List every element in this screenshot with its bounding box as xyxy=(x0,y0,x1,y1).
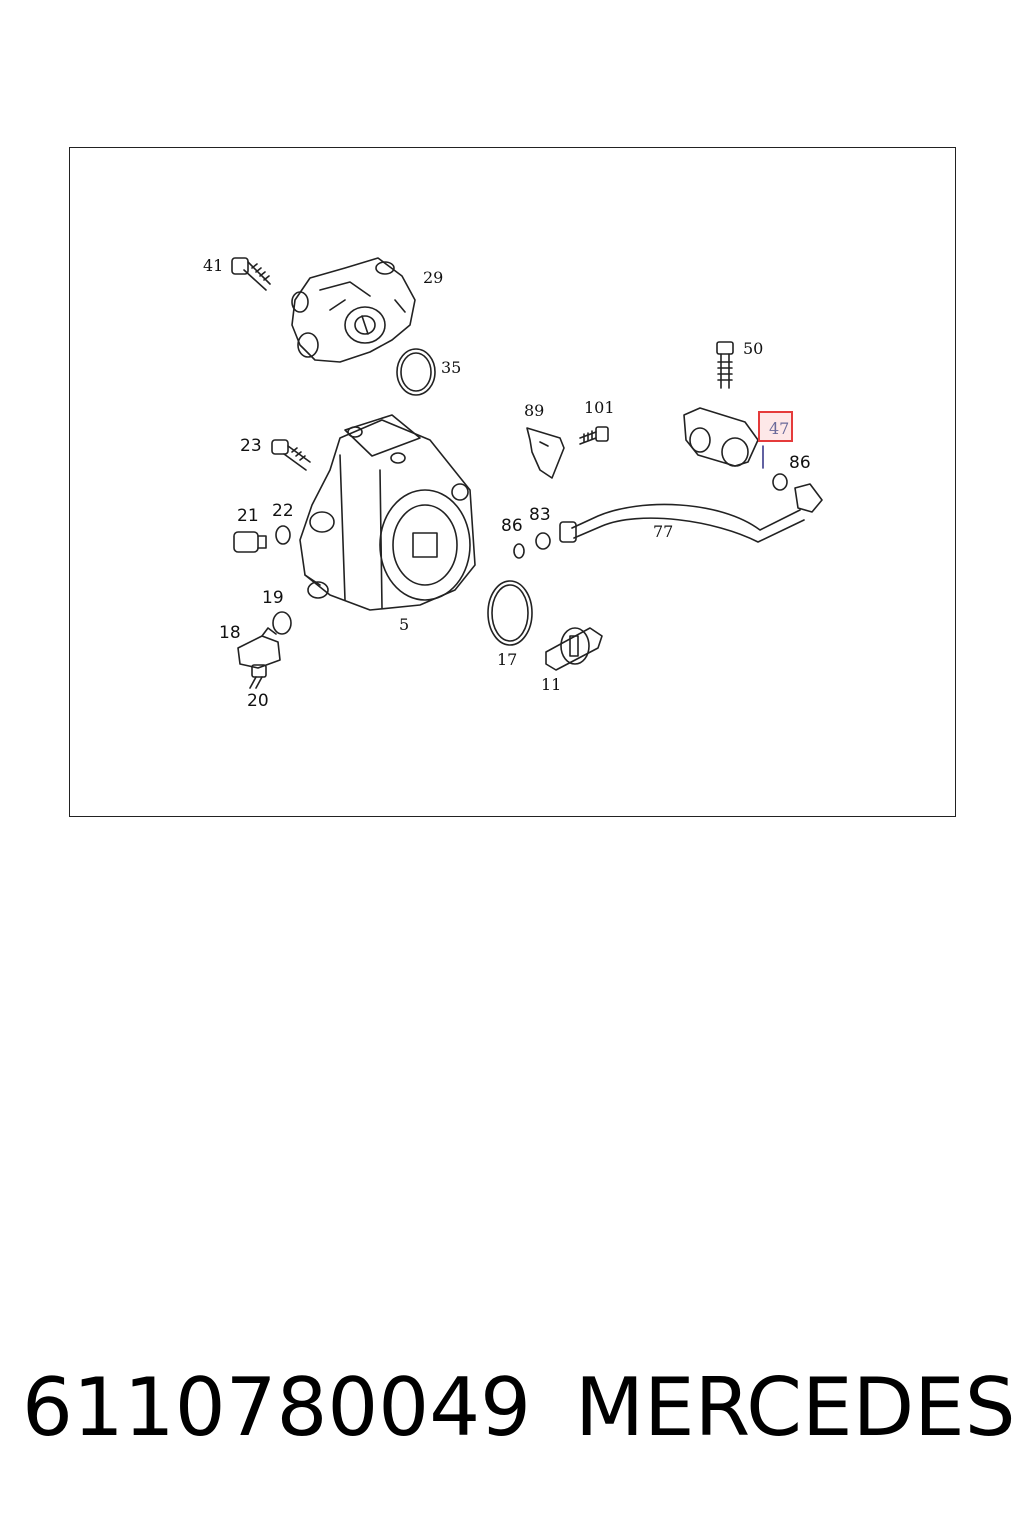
part-5-pump-body xyxy=(299,414,476,611)
part-18-valve xyxy=(237,627,281,669)
part-83-washer xyxy=(535,532,551,550)
part-22-washer xyxy=(275,525,291,545)
part-20-screw xyxy=(249,664,267,689)
label-18: 18 xyxy=(219,623,241,643)
diagram-frame xyxy=(69,147,956,817)
part-number: 6110780049 xyxy=(22,1361,531,1454)
label-35: 35 xyxy=(441,358,462,377)
part-86-washer-right xyxy=(772,473,788,491)
part-86-washer-left xyxy=(513,543,525,559)
part-23-bolt xyxy=(271,439,311,471)
label-77: 77 xyxy=(653,522,674,541)
label-5: 5 xyxy=(399,615,410,634)
part-29-pump-head xyxy=(291,257,416,363)
label-86-right: 86 xyxy=(789,453,811,473)
label-21: 21 xyxy=(237,506,259,526)
part-41-bolt xyxy=(231,257,271,291)
label-19: 19 xyxy=(262,588,284,608)
label-22: 22 xyxy=(272,501,294,521)
part-21-sensor xyxy=(233,531,267,553)
exploded-parts-diagram xyxy=(231,257,823,689)
part-47-valve xyxy=(683,407,764,469)
part-17-o-ring xyxy=(487,580,533,646)
label-47-highlighted: 47 xyxy=(758,411,794,442)
label-101: 101 xyxy=(584,398,615,417)
part-101-screw xyxy=(579,426,609,445)
brand-name: MERCEDES xyxy=(575,1361,1016,1454)
part-35-o-ring xyxy=(396,348,436,396)
label-23: 23 xyxy=(240,436,262,456)
label-17: 17 xyxy=(497,650,518,669)
part-89-bracket xyxy=(526,427,565,479)
label-20: 20 xyxy=(247,691,269,711)
part-50-bolt xyxy=(716,341,734,389)
label-89: 89 xyxy=(524,401,545,420)
label-11: 11 xyxy=(541,675,562,694)
label-29: 29 xyxy=(423,268,444,287)
label-86-left: 86 xyxy=(501,516,523,536)
part-19-o-ring xyxy=(272,611,292,635)
label-83: 83 xyxy=(529,505,551,525)
label-41: 41 xyxy=(203,256,224,275)
part-77-fuel-line xyxy=(559,483,823,543)
label-50: 50 xyxy=(743,339,764,358)
part-11-coupling xyxy=(545,627,603,671)
